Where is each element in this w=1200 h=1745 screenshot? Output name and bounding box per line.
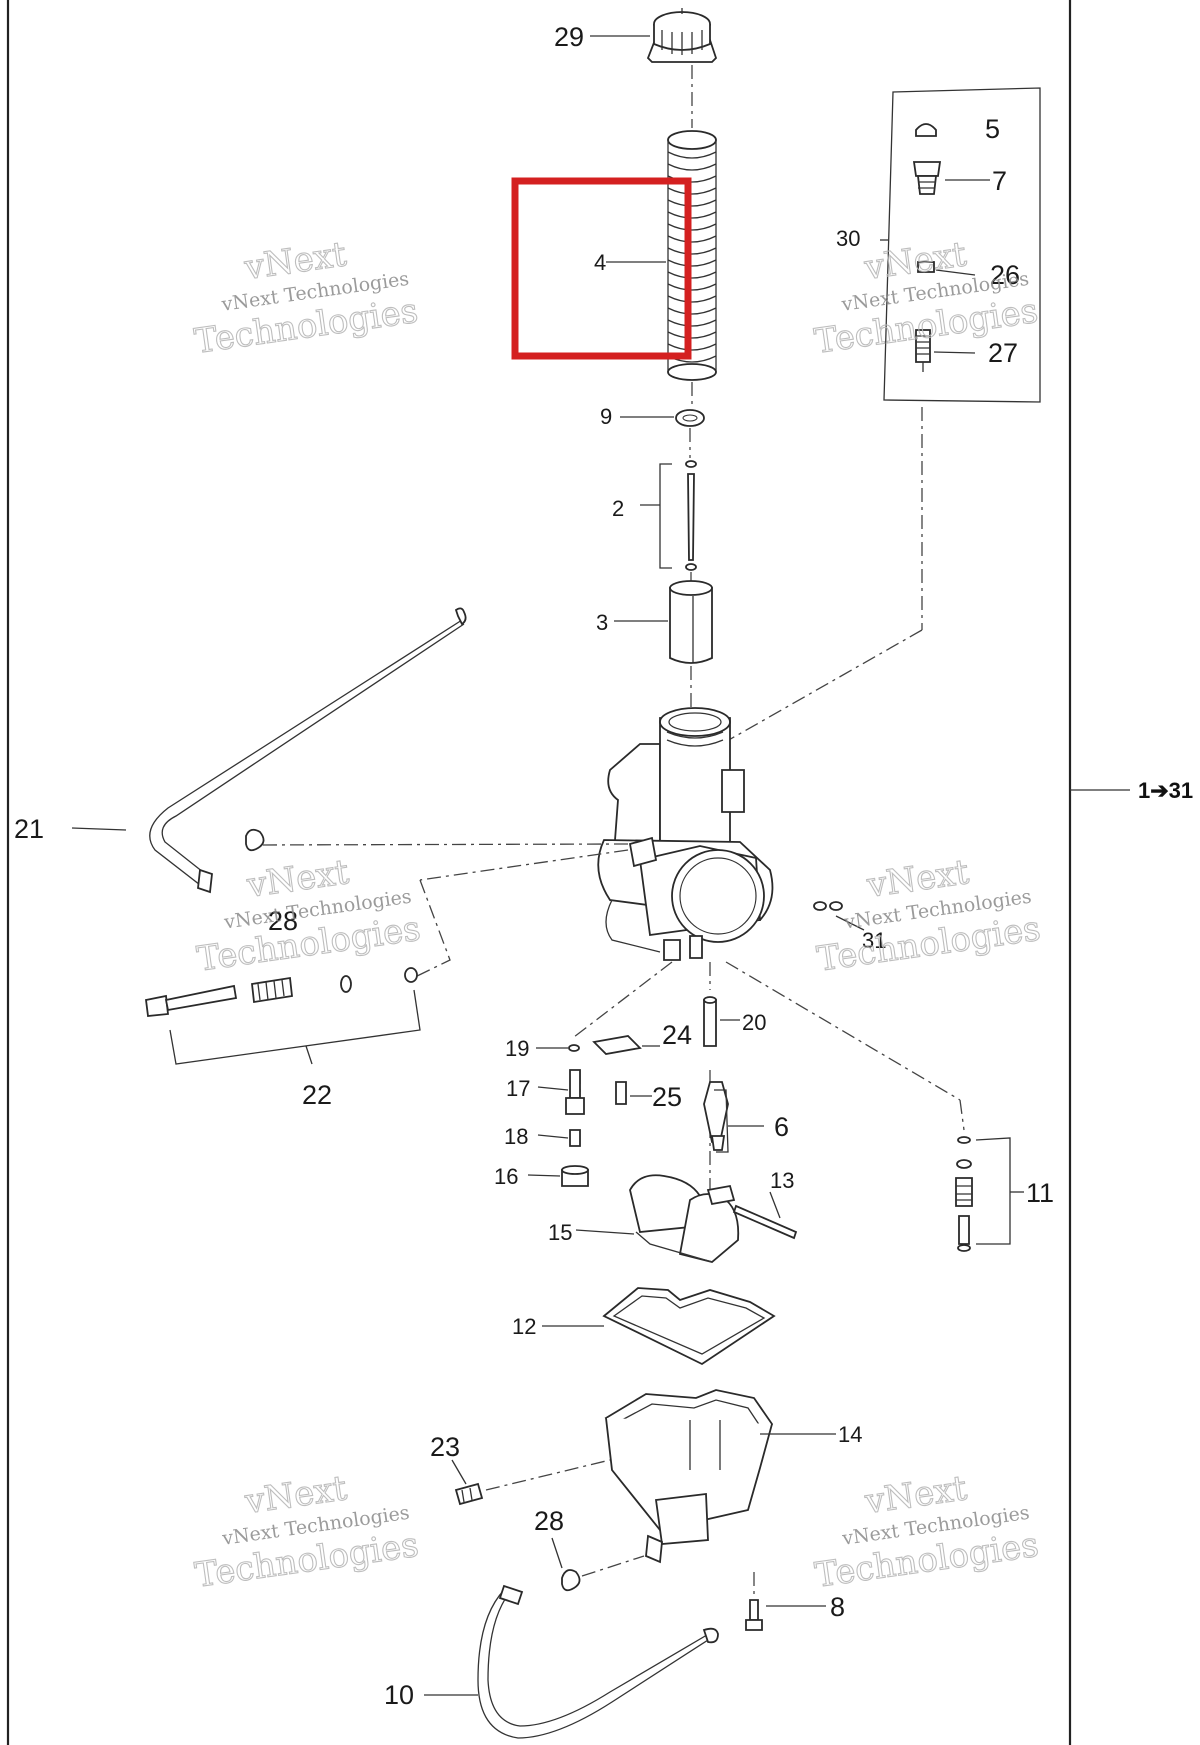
part-20-pilot-jet	[703, 996, 717, 1047]
callout-12: 12	[512, 1314, 536, 1339]
part-22-screw-set	[145, 967, 418, 1017]
callout-21: 21	[14, 814, 44, 844]
part-19-washer	[568, 1044, 580, 1052]
watermark-mid-right: vNext vNext Technologies Technologies	[814, 852, 1044, 981]
part-14-float-bowl	[604, 1389, 774, 1564]
callout-11: 11	[1026, 1178, 1054, 1208]
reference-range: 1➔31	[1138, 778, 1193, 803]
part-28-clamp-upper	[245, 828, 265, 852]
part-8-bolt	[745, 1599, 763, 1631]
callout-27: 27	[988, 338, 1018, 368]
callout-14: 14	[838, 1422, 862, 1447]
part-10-drain-hose	[477, 1584, 719, 1739]
part-24-plate	[592, 1035, 642, 1055]
callout-28-upper: 28	[268, 906, 298, 936]
callout-5: 5	[985, 114, 1000, 144]
highlight-box	[511, 177, 692, 360]
watermark-mid-left: vNext vNext Technologies Technologies	[194, 852, 424, 981]
callout-18: 18	[504, 1124, 528, 1149]
watermark-bottom-left: vNext vNext Technologies Technologies	[192, 1468, 422, 1597]
part-23-drain-screw	[454, 1482, 484, 1506]
part-11-air-screw-set	[955, 1136, 973, 1252]
callout-24: 24	[662, 1020, 692, 1050]
carburetor-body	[597, 707, 774, 961]
callout-15: 15	[548, 1220, 572, 1245]
part-31-small	[813, 901, 843, 911]
part-12-gasket	[602, 1287, 776, 1366]
callout-23: 23	[430, 1432, 460, 1462]
callout-17: 17	[506, 1076, 530, 1101]
callout-3: 3	[596, 610, 608, 635]
callout-20: 20	[742, 1010, 766, 1035]
part-9-clip	[675, 409, 705, 427]
callout-19: 19	[505, 1036, 529, 1061]
callout-25: 25	[652, 1082, 682, 1112]
part-25-screw	[615, 1081, 627, 1105]
callout-4: 4	[594, 250, 606, 275]
callout-9: 9	[600, 404, 612, 429]
part-15-float	[629, 1174, 740, 1263]
callout-10: 10	[384, 1680, 414, 1710]
callout-22: 22	[302, 1080, 332, 1110]
callout-6: 6	[774, 1112, 789, 1142]
callout-7: 7	[992, 166, 1007, 196]
watermark-top-left: vNext vNext Technologies Technologies	[191, 234, 421, 363]
callout-13: 13	[770, 1168, 794, 1193]
part-13-pin	[732, 1204, 798, 1240]
part-18-jet	[569, 1129, 581, 1147]
callout-8: 8	[830, 1592, 845, 1622]
watermark-bottom-right: vNext vNext Technologies Technologies	[812, 1468, 1042, 1597]
callout-29: 29	[554, 22, 584, 52]
callout-28-lower: 28	[534, 1506, 564, 1536]
part-28-clamp-lower	[561, 1569, 581, 1592]
part-2-needle	[685, 460, 697, 571]
callout-16: 16	[494, 1164, 518, 1189]
part-29-cap	[646, 8, 718, 63]
callout-26: 26	[990, 260, 1020, 290]
callout-30: 30	[836, 226, 860, 251]
part-21-hose	[149, 607, 467, 894]
part-3-slide	[669, 580, 713, 664]
part-16-nut	[561, 1165, 589, 1187]
callout-31: 31	[862, 928, 886, 953]
callout-2: 2	[612, 496, 624, 521]
parts-box-5-7-26-27	[883, 87, 1041, 403]
part-17-main-jet-holder	[565, 1069, 585, 1115]
part-4-spring	[667, 130, 717, 381]
part-6-float-valve	[703, 1081, 729, 1151]
